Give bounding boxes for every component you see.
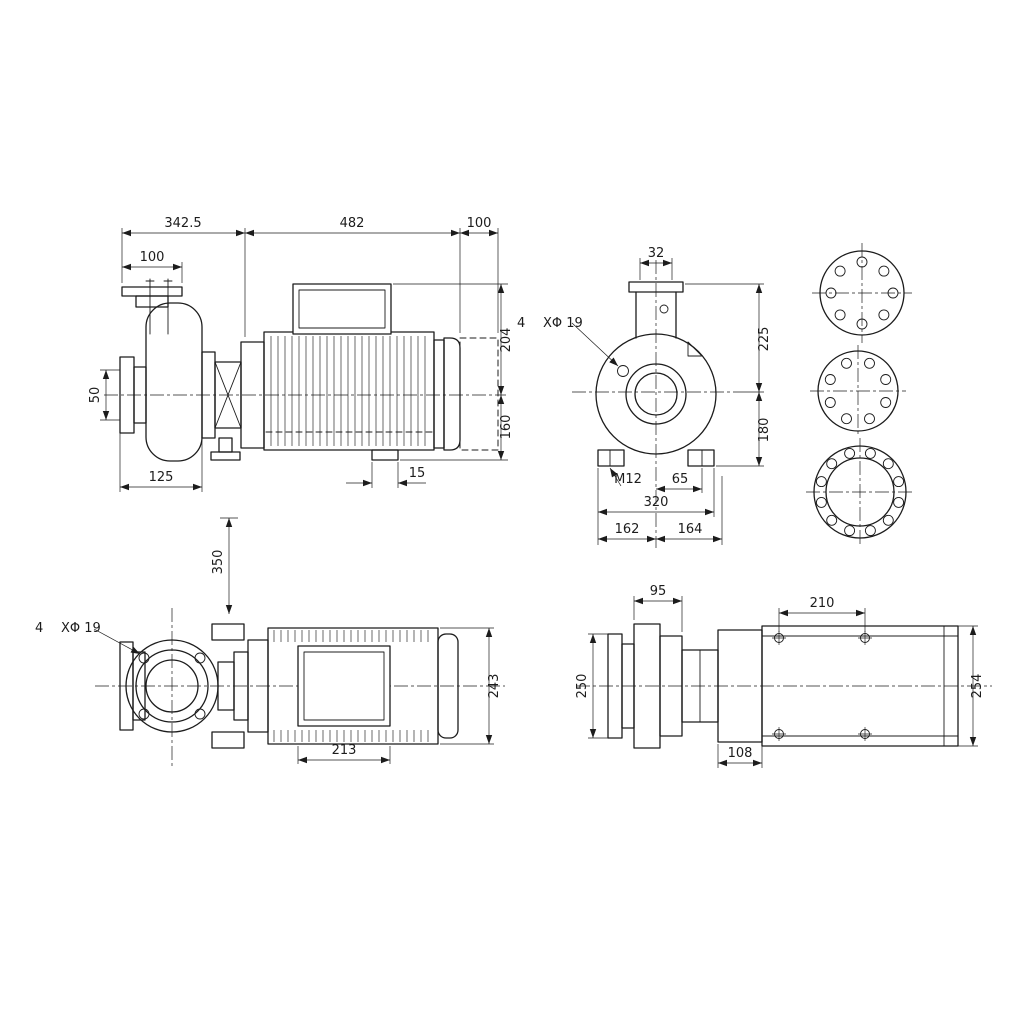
hole-dia-label: XΦ 19 — [543, 316, 583, 331]
dim-front-height-below-label: 180 — [757, 418, 772, 443]
hole-count-label: 4 — [517, 316, 525, 331]
side-view: 342.5 482 100 100 50 125 15 204 160 — [88, 216, 514, 492]
dim-motor-length-label: 482 — [340, 216, 365, 231]
flange-detail-middle — [810, 345, 906, 437]
dim-flange-width-label: 100 — [140, 250, 165, 265]
flange-hole — [617, 365, 629, 377]
dim-height-above-label: 204 — [499, 328, 514, 353]
base-view: 95 210 250 254 108 — [575, 584, 992, 768]
plan-hole-dia-label: XΦ 19 — [61, 621, 101, 636]
dim-hole-spacing-label: 210 — [810, 596, 835, 611]
dim-neck-width-label: 32 — [648, 246, 665, 261]
dim-volute-width-label: 125 — [149, 470, 174, 485]
dim-port-offset-label: 50 — [88, 387, 103, 404]
plan-hole-count-label: 4 — [35, 621, 43, 636]
flange-detail-top — [812, 243, 912, 343]
dim-motor-height-label: 254 — [970, 674, 985, 699]
thread-label: M12 — [614, 472, 642, 487]
dim-overall-label: 342.5 — [164, 216, 201, 231]
base-hole — [772, 631, 872, 741]
dim-base-width-label: 320 — [644, 495, 669, 510]
dim-flange-height-label: 250 — [575, 674, 590, 699]
dim-hole-offset-label: 65 — [672, 472, 689, 487]
dim-base-left-label: 162 — [615, 522, 640, 537]
dim-foot-width-label: 108 — [728, 746, 753, 761]
flow-arrow-mark — [687, 341, 703, 357]
dim-motor-width-label: 243 — [487, 674, 502, 699]
flange-details — [806, 243, 914, 546]
dim-base-right-label: 164 — [678, 522, 703, 537]
dim-casing-width-label: 95 — [650, 584, 667, 599]
dim-front-height-above-label: 225 — [757, 327, 772, 352]
dim-height-below-label: 160 — [499, 415, 514, 440]
dim-port-height-label: 350 — [211, 550, 226, 575]
dim-end-clearance-label: 100 — [467, 216, 492, 231]
dim-foot-length-label: 213 — [332, 743, 357, 758]
front-view: 4 XΦ 19 32 225 180 65 M12 320 162 164 — [517, 246, 772, 548]
flange-detail-bottom — [806, 438, 914, 546]
dim-foot-offset-label: 15 — [409, 466, 426, 481]
plan-view: 350 4 XΦ 19 243 — [35, 517, 505, 766]
